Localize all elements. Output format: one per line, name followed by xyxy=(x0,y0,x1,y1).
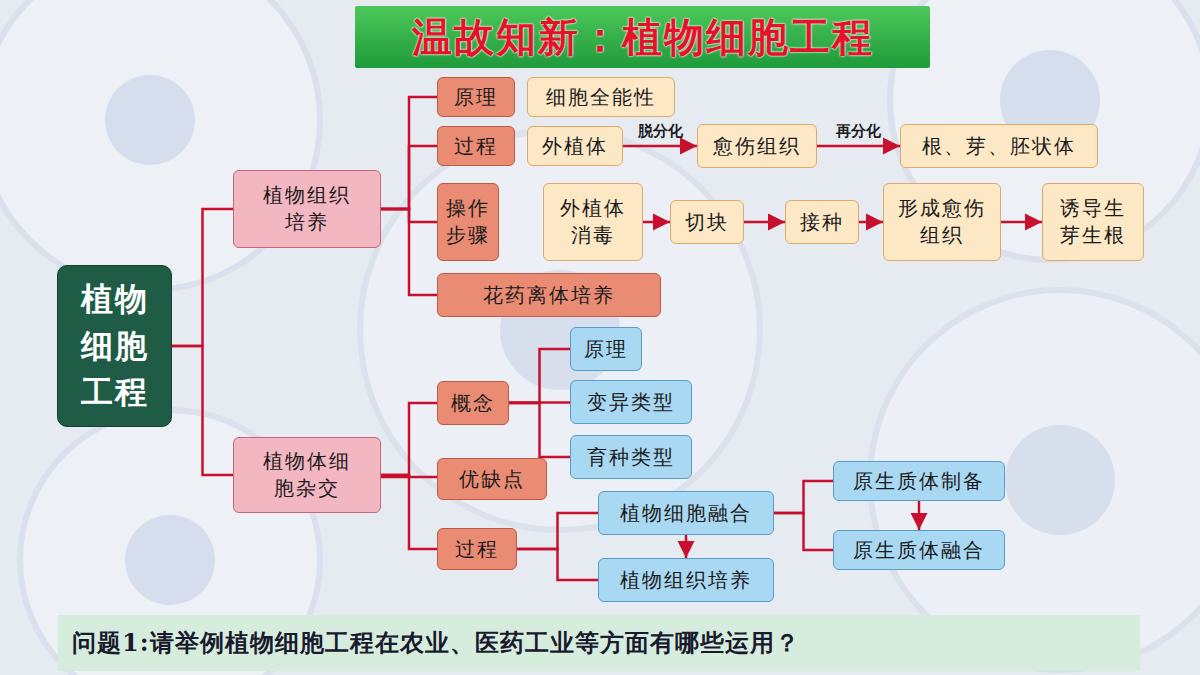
flow-arrow xyxy=(623,145,697,148)
bracket-line xyxy=(774,513,833,550)
detail-box: 原生质体制备 xyxy=(833,461,1005,501)
topic-box: 操作步骤 xyxy=(437,183,499,261)
topic-box: 优缺点 xyxy=(437,458,547,500)
node-label: 形成愈伤组织 xyxy=(892,195,992,249)
node-label: 原理 xyxy=(584,336,628,363)
flow-arrow xyxy=(918,501,921,530)
node-label: 接种 xyxy=(800,209,844,236)
node-label: 植物组织培养 xyxy=(254,182,360,236)
step-box: 愈伤组织 xyxy=(697,124,817,168)
detail-box: 原理 xyxy=(570,327,642,371)
step-box: 切块 xyxy=(670,200,744,244)
topic-box: 概念 xyxy=(437,381,509,425)
detail-box: 变异类型 xyxy=(570,380,692,424)
detail-box: 育种类型 xyxy=(570,435,692,479)
node-label: 原生质体制备 xyxy=(853,468,985,495)
node-label: 根、芽、胚状体 xyxy=(922,133,1076,160)
bracket-line xyxy=(517,513,598,549)
step-box: 细胞全能性 xyxy=(527,77,675,117)
node-label: 植物细胞工程 xyxy=(78,276,151,415)
caption-text: 问题1:请举例植物细胞工程在农业、医药工业等方面有哪些运用？ xyxy=(72,627,800,659)
step-box: 接种 xyxy=(785,200,859,244)
node-label: 原生质体融合 xyxy=(853,537,985,564)
node-label: 过程 xyxy=(454,133,498,160)
flow-arrow xyxy=(643,221,670,224)
node-label: 优缺点 xyxy=(459,466,525,493)
title-text: 温故知新：植物细胞工程 xyxy=(412,10,874,65)
node-label: 花药离体培养 xyxy=(483,282,615,309)
topic-box: 花药离体培养 xyxy=(437,273,661,317)
branch-box: 植物体细胞杂交 xyxy=(233,437,381,513)
node-label: 植物细胞融合 xyxy=(620,500,752,527)
topic-box: 原理 xyxy=(437,77,515,117)
bracket-line xyxy=(381,475,437,549)
detail-box: 原生质体融合 xyxy=(833,530,1005,570)
step-box: 形成愈伤组织 xyxy=(883,183,1001,261)
flow-arrow xyxy=(1001,221,1042,224)
bracket-line xyxy=(517,549,598,580)
node-label: 切块 xyxy=(685,209,729,236)
bracket-line xyxy=(381,403,437,475)
bracket-line xyxy=(381,209,437,295)
node-label: 外植体消毒 xyxy=(552,195,634,249)
node-label: 概念 xyxy=(451,390,495,417)
bracket-line xyxy=(774,481,833,513)
bracket-line xyxy=(381,97,437,209)
topic-box: 过程 xyxy=(437,528,517,570)
flow-arrow xyxy=(859,221,883,224)
node-label: 变异类型 xyxy=(587,389,675,416)
branch-box: 植物组织培养 xyxy=(233,170,381,248)
bracket-line xyxy=(509,403,570,457)
node-label: 细胞全能性 xyxy=(546,84,656,111)
node-label: 诱导生芽生根 xyxy=(1051,195,1135,249)
caption-band: 问题1:请举例植物细胞工程在农业、医药工业等方面有哪些运用？ xyxy=(58,615,1140,671)
title-band: 温故知新：植物细胞工程 xyxy=(355,6,930,68)
flow-arrow xyxy=(744,221,785,224)
bracket-line xyxy=(172,209,233,346)
edge-label: 再分化 xyxy=(836,122,881,141)
root-box: 植物细胞工程 xyxy=(57,265,172,427)
step-box: 外植体 xyxy=(527,126,623,166)
node-label: 外植体 xyxy=(542,133,608,160)
step-box: 诱导生芽生根 xyxy=(1042,183,1144,261)
node-label: 操作步骤 xyxy=(446,195,490,249)
detail-box: 植物细胞融合 xyxy=(598,491,774,535)
flow-arrow xyxy=(817,145,900,148)
bracket-line xyxy=(509,349,570,403)
node-label: 育种类型 xyxy=(587,444,675,471)
topic-box: 过程 xyxy=(437,126,515,166)
node-label: 植物组织培养 xyxy=(620,567,752,594)
detail-box: 植物组织培养 xyxy=(598,558,774,602)
node-label: 愈伤组织 xyxy=(713,133,801,160)
edge-label: 脱分化 xyxy=(638,122,683,141)
flow-arrow xyxy=(685,535,688,558)
node-label: 原理 xyxy=(454,84,498,111)
node-label: 植物体细胞杂交 xyxy=(254,448,360,502)
bracket-line xyxy=(381,146,437,209)
step-box: 外植体消毒 xyxy=(543,183,643,261)
bracket-line xyxy=(172,346,233,475)
step-box: 根、芽、胚状体 xyxy=(900,124,1098,168)
node-label: 过程 xyxy=(455,536,499,563)
